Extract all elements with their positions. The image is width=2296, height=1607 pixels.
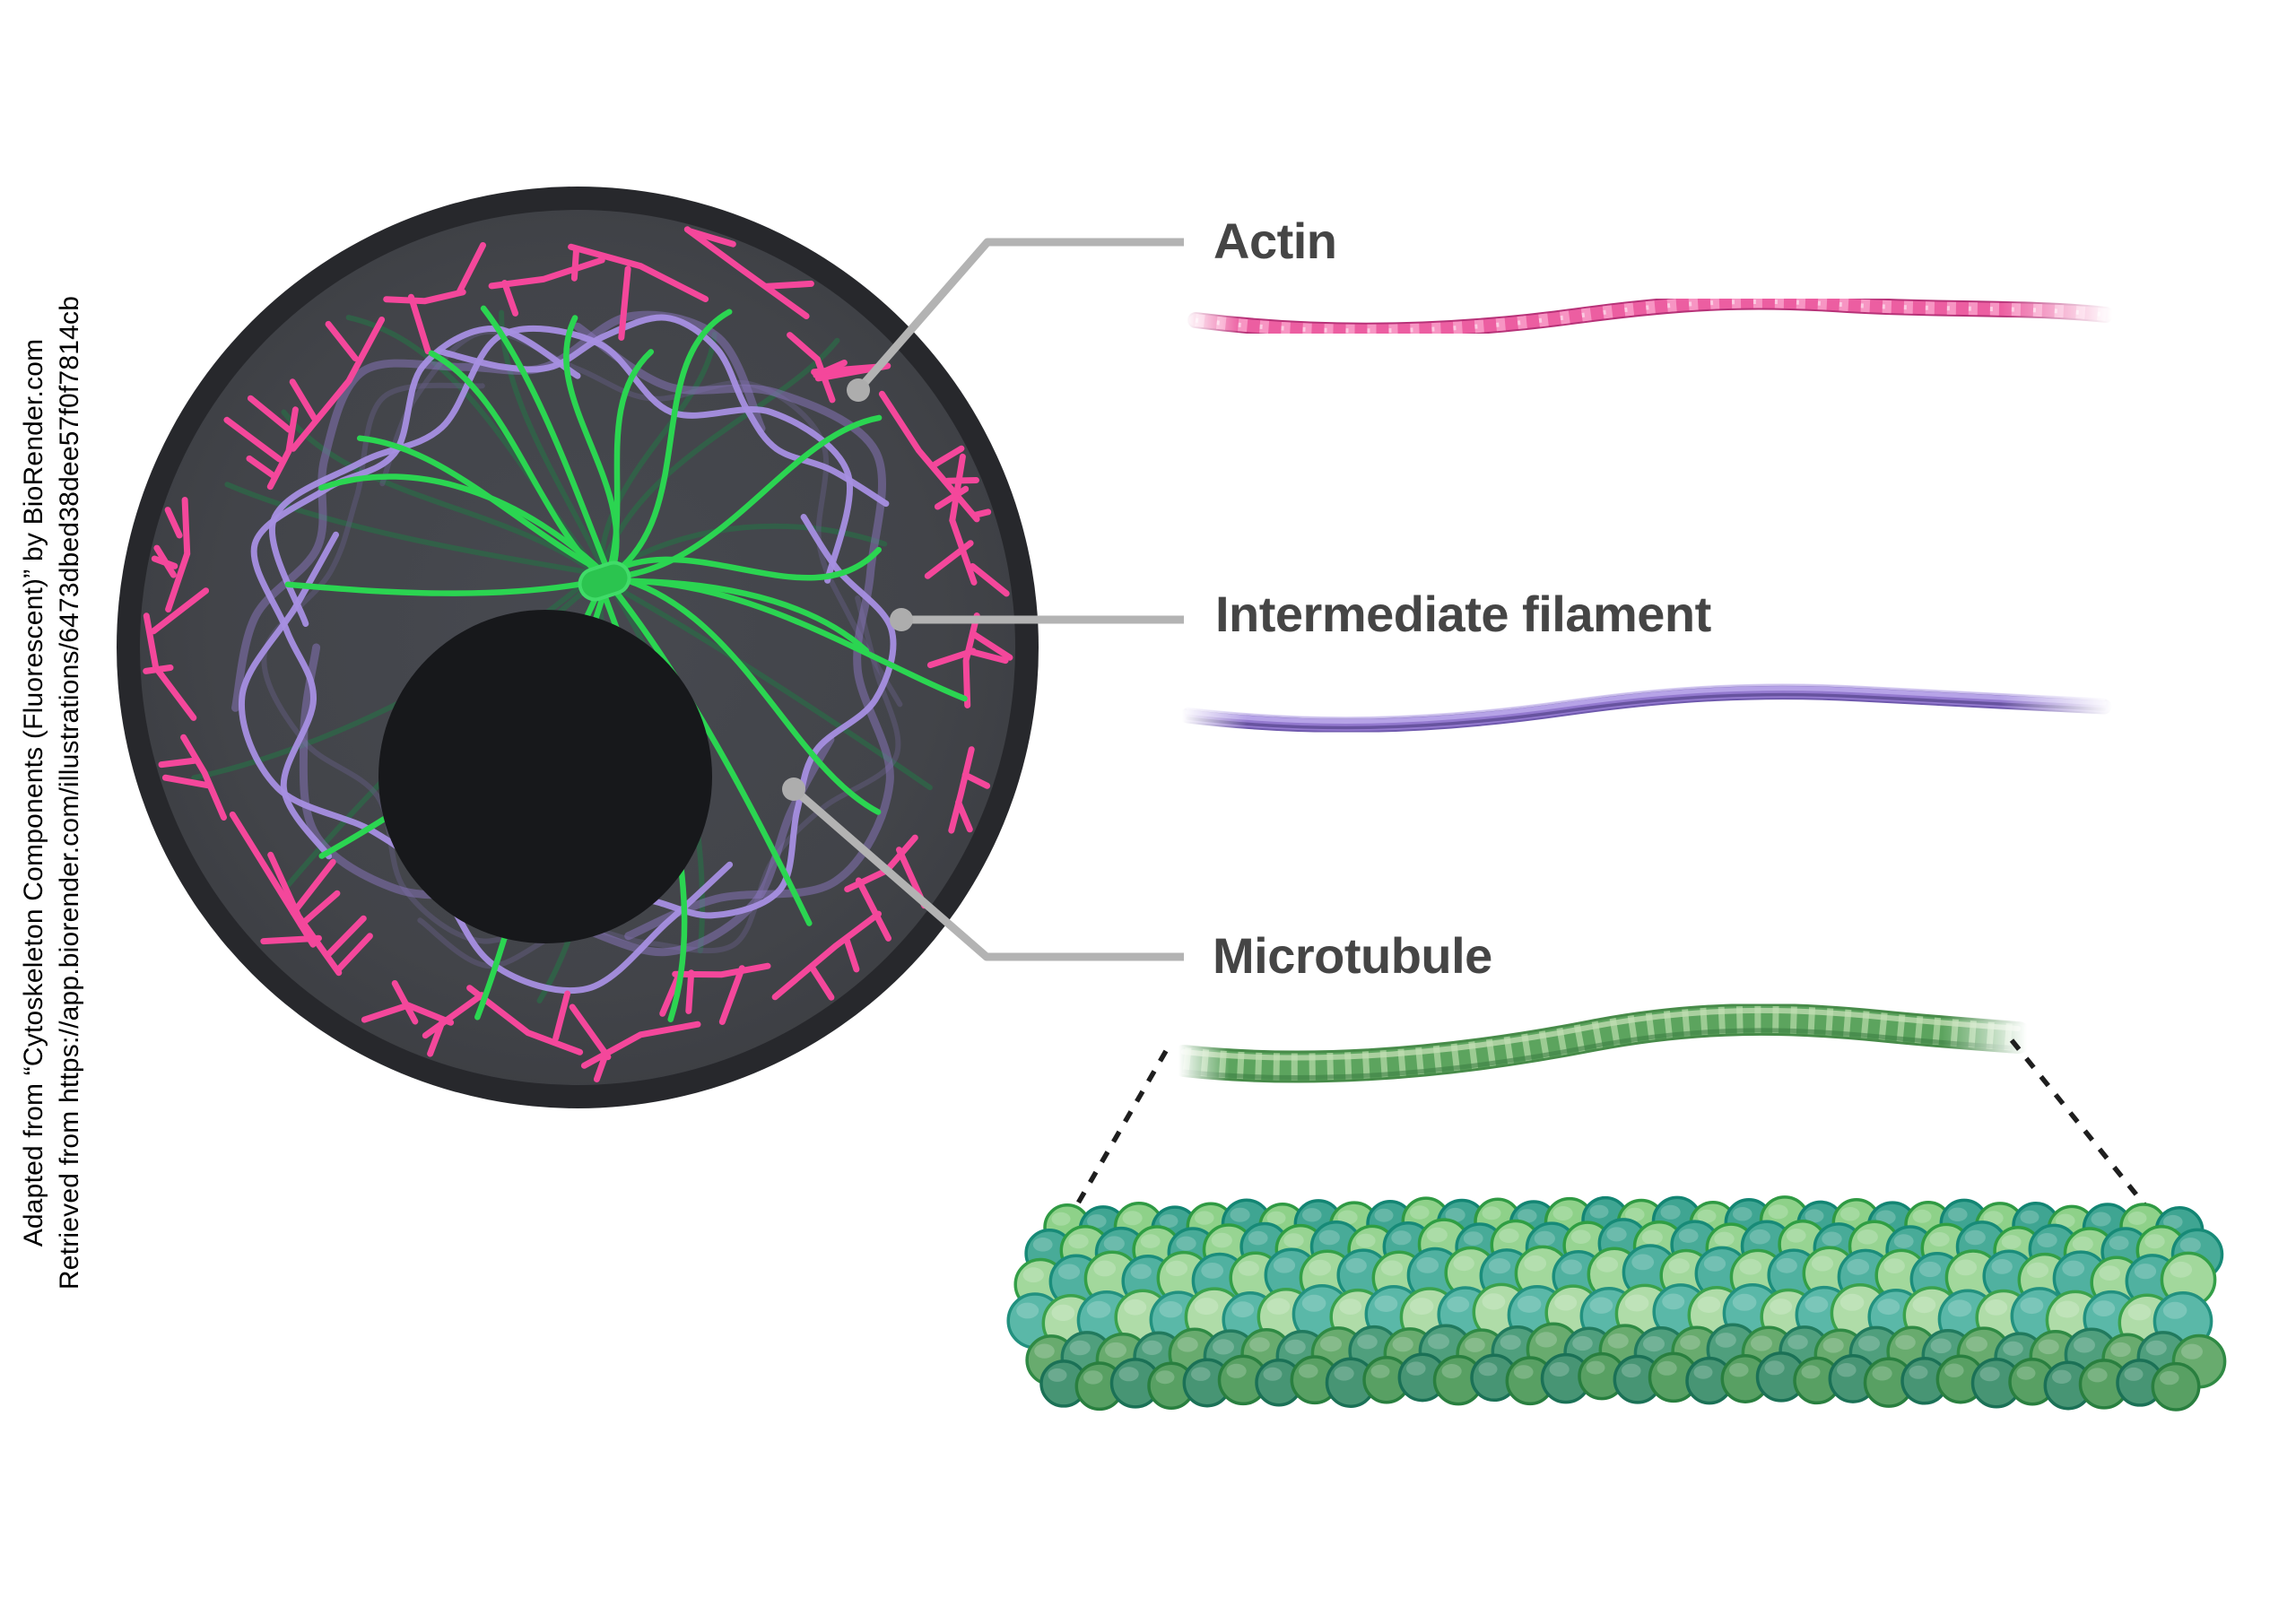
microtubule-illustration xyxy=(1184,1011,2018,1078)
label-microtubule: Microtubule xyxy=(1213,927,1492,984)
microtubule-leader-line xyxy=(791,786,1184,961)
centrosome xyxy=(578,560,631,602)
zoom-dashed-right xyxy=(2009,1038,2153,1214)
citation: Adapted from “Cytoskeleton Components (F… xyxy=(16,296,88,1290)
nucleus xyxy=(378,610,712,943)
actin-filament-illustration xyxy=(1196,301,2106,330)
intermediate-filament-leader-dot xyxy=(890,608,913,631)
actin-network xyxy=(143,226,1013,1082)
actin-leader-line xyxy=(855,238,1184,393)
zoom-dashed-left xyxy=(1070,1049,1169,1214)
cell-illustration xyxy=(117,187,1039,1108)
label-actin: Actin xyxy=(1213,213,1337,269)
microtubule-structure-3d xyxy=(1006,1195,2227,1412)
leader-lines xyxy=(791,238,1184,961)
label-intermediate-filament: Intermediate filament xyxy=(1215,586,1711,642)
intermediate-filament-illustration xyxy=(1187,683,2104,728)
citation-line-1: Adapted from “Cytoskeleton Components (F… xyxy=(19,338,48,1247)
microtubule-leader-dot xyxy=(782,777,805,801)
citation-line-2: Retrieved from https://app.biorender.com… xyxy=(55,295,84,1290)
leader-dots xyxy=(782,378,913,801)
actin-leader-dot xyxy=(847,378,870,402)
zoom-dashed-lines xyxy=(1070,1038,2153,1214)
